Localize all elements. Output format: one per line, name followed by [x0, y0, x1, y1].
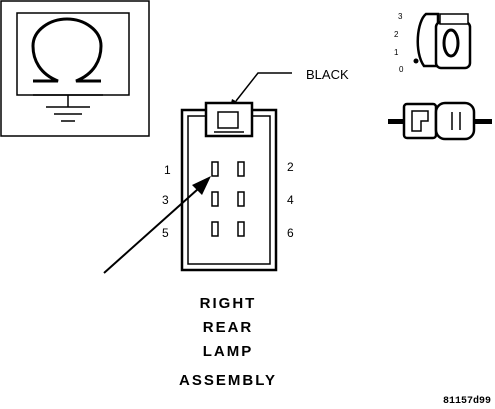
cavity-4	[237, 191, 245, 207]
title-line-4: ASSEMBLY	[179, 372, 277, 389]
connector-latch-housing	[204, 101, 254, 138]
pin-number-3: 3	[162, 193, 169, 207]
pin-number-6: 6	[287, 226, 294, 240]
ohmmeter-ground-symbol	[0, 0, 150, 137]
ignition-pos-1: 1	[394, 48, 399, 57]
figure-id: 81157d99	[443, 395, 491, 407]
ignition-key-icon: 3 2 1 0	[394, 12, 472, 74]
pin-number-1: 1	[164, 163, 171, 177]
ignition-pos-0: 0	[399, 65, 404, 74]
cavity-5	[211, 221, 219, 237]
connector-latch-tab	[217, 111, 239, 129]
connector-side-icon	[388, 101, 492, 141]
pin-number-4: 4	[287, 193, 294, 207]
title-line-1: RIGHT	[200, 295, 257, 312]
cavity-6	[237, 221, 245, 237]
cavity-pointer-arrowhead	[192, 176, 211, 195]
cavity-3	[211, 191, 219, 207]
pin-number-2: 2	[287, 160, 294, 174]
omega-icon	[31, 17, 103, 83]
cavity-2	[237, 161, 245, 177]
symbol-outer-frame	[0, 0, 150, 137]
wire-callout-leader	[235, 72, 292, 102]
title-line-3: LAMP	[203, 343, 254, 360]
pin-number-5: 5	[162, 226, 169, 240]
connector-face	[180, 101, 278, 272]
cavity-pointer-line	[103, 188, 199, 274]
ignition-pos-2: 2	[394, 30, 399, 39]
title-line-2: REAR	[203, 319, 254, 336]
wire-color-label: BLACK	[306, 67, 349, 82]
cavity-1	[211, 161, 219, 177]
ignition-pos-3: 3	[398, 12, 403, 21]
